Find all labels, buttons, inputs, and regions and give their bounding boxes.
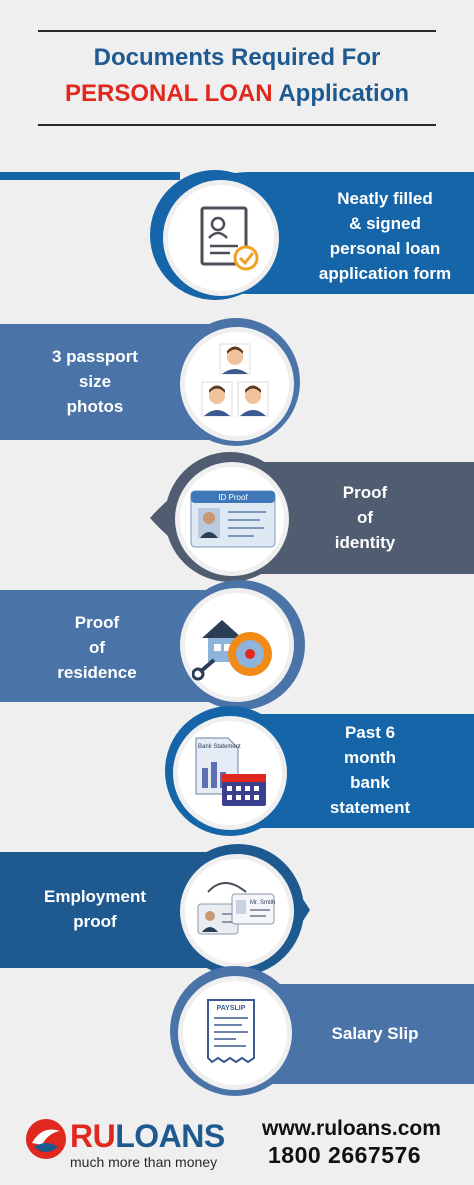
payslip-title: PAYSLIP <box>217 1005 246 1012</box>
phone-number[interactable]: 1800 2667576 <box>268 1142 422 1168</box>
item-salary-slip: PAYSLIP Salary Slip <box>0 966 474 1096</box>
header-top-rule <box>38 30 436 32</box>
id-card-title: ID Proof <box>218 493 248 502</box>
item-residence: Proof of residence <box>0 580 474 710</box>
item-application-form: Neatly filled & signed personal loan app… <box>0 170 474 300</box>
bank-statement-title: Bank Statement <box>198 744 241 750</box>
website-link[interactable]: www.ruloans.com <box>262 1117 441 1140</box>
employment-id-icon: Mr. Smith <box>197 882 275 935</box>
item-label: Proof of residence <box>57 613 137 682</box>
item-employment-proof: Mr. Smith Employment proof <box>0 844 474 976</box>
employee-card-name: Mr. Smith <box>250 900 275 906</box>
brand-ru: RU <box>70 1118 116 1154</box>
application-form-icon <box>200 206 259 271</box>
item-label: Salary Slip <box>331 1024 419 1043</box>
brand-tagline: much more than money <box>70 1154 218 1170</box>
item-label: Neatly filled & signed personal loan app… <box>318 189 452 283</box>
icon-medallion <box>163 180 279 296</box>
item-label: 3 passport size photos <box>52 347 138 416</box>
item-label: Employment proof <box>43 887 147 931</box>
title-highlight: PERSONAL LOAN <box>64 80 273 107</box>
ruloans-logo-icon <box>26 1119 66 1159</box>
item-passport-photos: 3 passport size photos <box>0 318 474 446</box>
header-bottom-rule <box>38 124 436 126</box>
item-bank-statement: Bank Statement Past 6 month bank stateme… <box>0 706 474 836</box>
bank-statement-icon: Bank Statement <box>195 737 266 806</box>
brand-name: RULOANS <box>70 1118 225 1155</box>
id-proof-card-icon: ID Proof <box>190 490 276 548</box>
title-rest: Application <box>278 80 410 107</box>
page-title-line2: PERSONAL LOAN Application <box>0 80 474 108</box>
item-id-proof: ID Proof Proof of identity <box>0 452 474 582</box>
residence-key-icon <box>192 620 272 681</box>
item-label: Past 6 month bank statement <box>329 723 411 817</box>
payslip-icon: PAYSLIP <box>207 999 255 1064</box>
passport-photos-icon <box>201 343 269 417</box>
page-title-line1: Documents Required For <box>93 44 381 71</box>
brand-rest: LOANS <box>115 1118 225 1154</box>
item-label: Proof of identity <box>334 483 396 552</box>
